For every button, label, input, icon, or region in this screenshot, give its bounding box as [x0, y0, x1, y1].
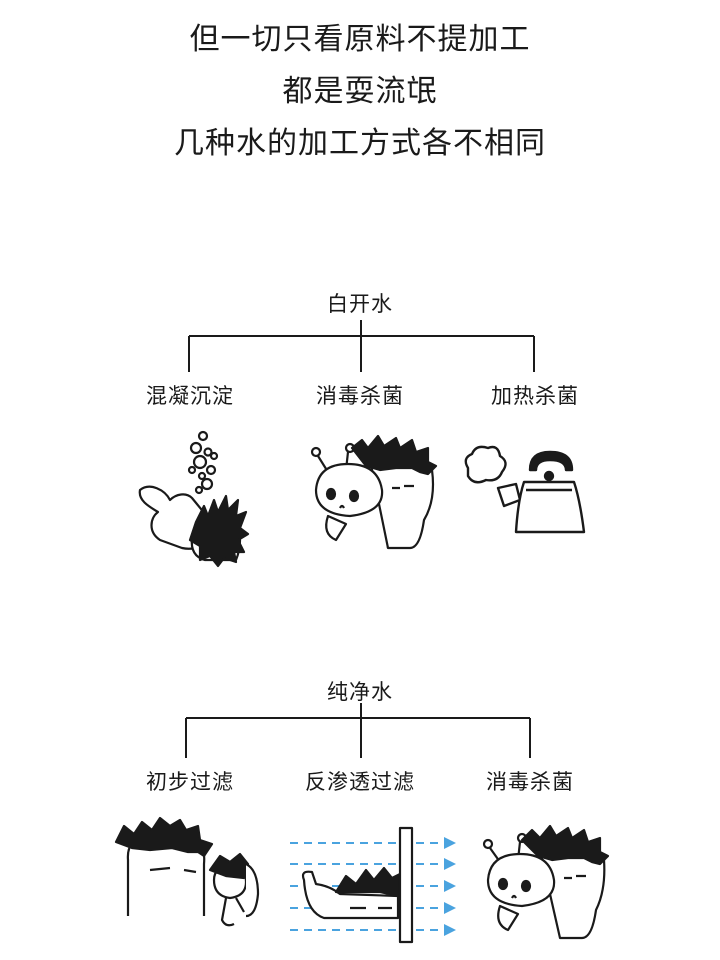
tree-connector-1 — [188, 320, 535, 372]
alien-and-character-illustration-2 — [482, 824, 610, 940]
step-initial-filtration: 初步过滤 — [146, 770, 234, 794]
step-reverse-osmosis: 反渗透过滤 — [305, 770, 415, 794]
purified-water-title: 纯净水 — [327, 680, 393, 704]
boiled-water-title: 白开水 — [327, 292, 393, 316]
step-coagulation: 混凝沉淀 — [146, 384, 234, 408]
reverse-osmosis-illustration — [290, 826, 456, 944]
filtration-character-illustration — [114, 816, 260, 927]
tree-connector-2 — [185, 703, 531, 758]
headline-line-2: 都是耍流氓 — [282, 74, 438, 109]
sinking-character-illustration — [138, 430, 250, 568]
alien-and-character-illustration-1 — [310, 434, 438, 550]
kettle-illustration — [464, 445, 586, 534]
headline-line-1: 但一切只看原料不提加工 — [189, 22, 531, 57]
step-heat-sterilization: 加热杀菌 — [491, 384, 579, 408]
step-disinfection-1: 消毒杀菌 — [316, 384, 404, 408]
headline-line-3: 几种水的加工方式各不相同 — [174, 126, 546, 161]
step-disinfection-2: 消毒杀菌 — [486, 770, 574, 794]
